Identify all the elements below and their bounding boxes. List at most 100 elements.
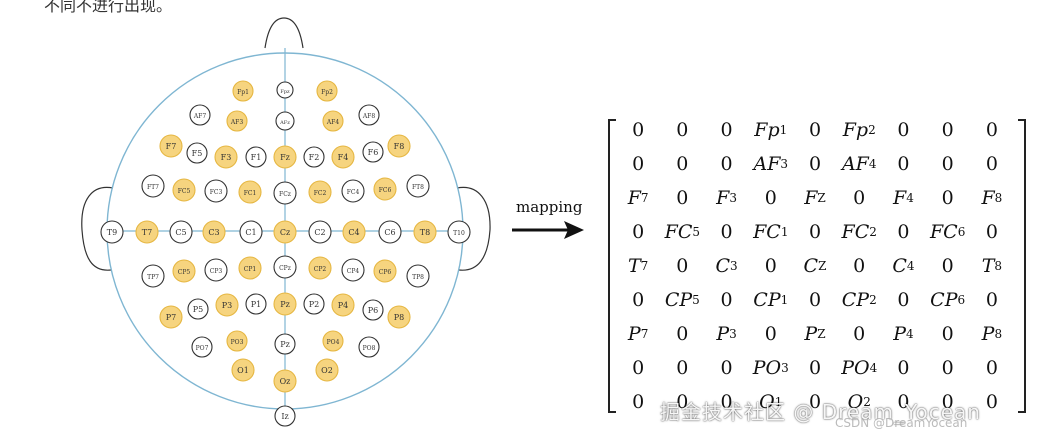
electrode-label: Pz (280, 300, 290, 309)
electrode-ft8: FT8 (406, 174, 430, 198)
electrode-circle (387, 305, 411, 329)
electrode-circle (238, 180, 262, 204)
electrode-fc1: FC1 (238, 180, 262, 204)
electrode-label: F5 (192, 149, 203, 158)
matrix-cell: 0 (941, 255, 954, 277)
matrix-cell: 0 (941, 153, 954, 175)
electrode-label: FCz (279, 191, 291, 198)
matrix-cell: 0 (897, 357, 910, 379)
matrix-cell: 0 (764, 187, 777, 209)
electrode-label: FC3 (210, 189, 223, 196)
electrode-c3: C3 (202, 220, 226, 244)
left-ear-outline (81, 186, 114, 271)
electrode-label: T7 (142, 228, 152, 237)
electrode-f2: F2 (303, 146, 325, 168)
electrode-circle (341, 179, 365, 203)
matrix-cell: 0 (720, 357, 733, 379)
electrode-fc6: FC6 (373, 177, 397, 201)
matrix-cell: 0 (941, 323, 954, 345)
electrode-fc2: FC2 (308, 180, 332, 204)
electrode-label: TP7 (147, 274, 159, 281)
electrode-p3: P3 (215, 293, 239, 317)
electrode-label: FC5 (178, 188, 191, 195)
matrix-cell: 0 (985, 221, 998, 243)
matrix-cell: 0 (720, 153, 733, 175)
matrix-cell: 0 (985, 289, 998, 311)
electrode-circle (214, 145, 238, 169)
electrode-p6: P6 (362, 299, 384, 321)
matrix-cell: 0 (941, 187, 954, 209)
electrode-circle (378, 220, 402, 244)
electrode-circle (387, 134, 411, 158)
electrode-circle (362, 141, 384, 163)
electrode-p7: P7 (159, 305, 183, 329)
electrode-circle (308, 220, 332, 244)
matrix-cell: 0 (764, 255, 777, 277)
electrode-circle (189, 104, 211, 126)
electrode-circle (273, 220, 297, 244)
matrix-cell: 0 (632, 391, 645, 413)
electrode-label: FC6 (379, 187, 392, 194)
matrix-cell: 0 (676, 323, 689, 345)
electrode-label: C1 (245, 228, 256, 237)
electrode-fp1: Fp1 (232, 80, 254, 102)
matrix-cell: 0 (632, 221, 645, 243)
electrode-af4: AF4 (322, 110, 344, 132)
electrode-circle (215, 293, 239, 317)
electrode-label: C3 (208, 228, 219, 237)
electrode-circle (159, 134, 183, 158)
electrode-circle (406, 174, 430, 198)
matrix-cell: 0 (764, 323, 777, 345)
matrix-cell: 0 (676, 357, 689, 379)
matrix-right-bracket (1018, 119, 1026, 413)
electrode-label: P2 (309, 300, 319, 309)
electrode-circle (275, 111, 295, 131)
electrode-fc4: FC4 (341, 179, 365, 203)
electrode-label: FC1 (244, 190, 257, 197)
electrode-c5: C5 (169, 220, 193, 244)
electrode-ft7: FT7 (141, 174, 165, 198)
electrode-circle (231, 358, 255, 382)
electrode-label: CP5 (178, 269, 191, 276)
electrode-label: AF3 (230, 119, 243, 126)
electrode-circle (238, 256, 262, 280)
electrode-label: FC2 (314, 190, 327, 197)
matrix-cell: 0 (632, 289, 645, 311)
electrode-p5: P5 (187, 298, 209, 320)
electrode-label: T10 (453, 230, 465, 237)
matrix-cell: 0 (720, 391, 733, 413)
electrode-p1: P1 (245, 293, 267, 315)
electrode-circle (331, 145, 355, 169)
electrode-c2: C2 (308, 220, 332, 244)
electrode-oz: Oz (273, 369, 297, 393)
electrode-circle (245, 293, 267, 315)
electrode-fc5: FC5 (172, 178, 196, 202)
electrode-iz: Iz (274, 405, 296, 427)
electrode-label: P6 (368, 306, 378, 315)
electrode-o2: O2 (315, 358, 339, 382)
electrode-cp1: CP1 (238, 256, 262, 280)
electrode-circle (447, 220, 471, 244)
matrix-cell: 0 (985, 391, 998, 413)
electrode-f3: F3 (214, 145, 238, 169)
electrode-circle (274, 405, 296, 427)
top-caption: 不同不进行出现。 (44, 0, 173, 15)
electrode-label: F1 (251, 153, 262, 162)
electrode-circle (169, 220, 193, 244)
electrode-label: P7 (166, 313, 176, 322)
matrix-cell: 0 (632, 357, 645, 379)
electrode-t9: T9 (100, 220, 124, 244)
matrix-cell: 0 (897, 153, 910, 175)
electrode-af3: AF3 (226, 110, 248, 132)
electrode-cz: Cz (273, 220, 297, 244)
electrode-label: F7 (166, 142, 177, 151)
electrode-label: AF4 (326, 119, 339, 126)
